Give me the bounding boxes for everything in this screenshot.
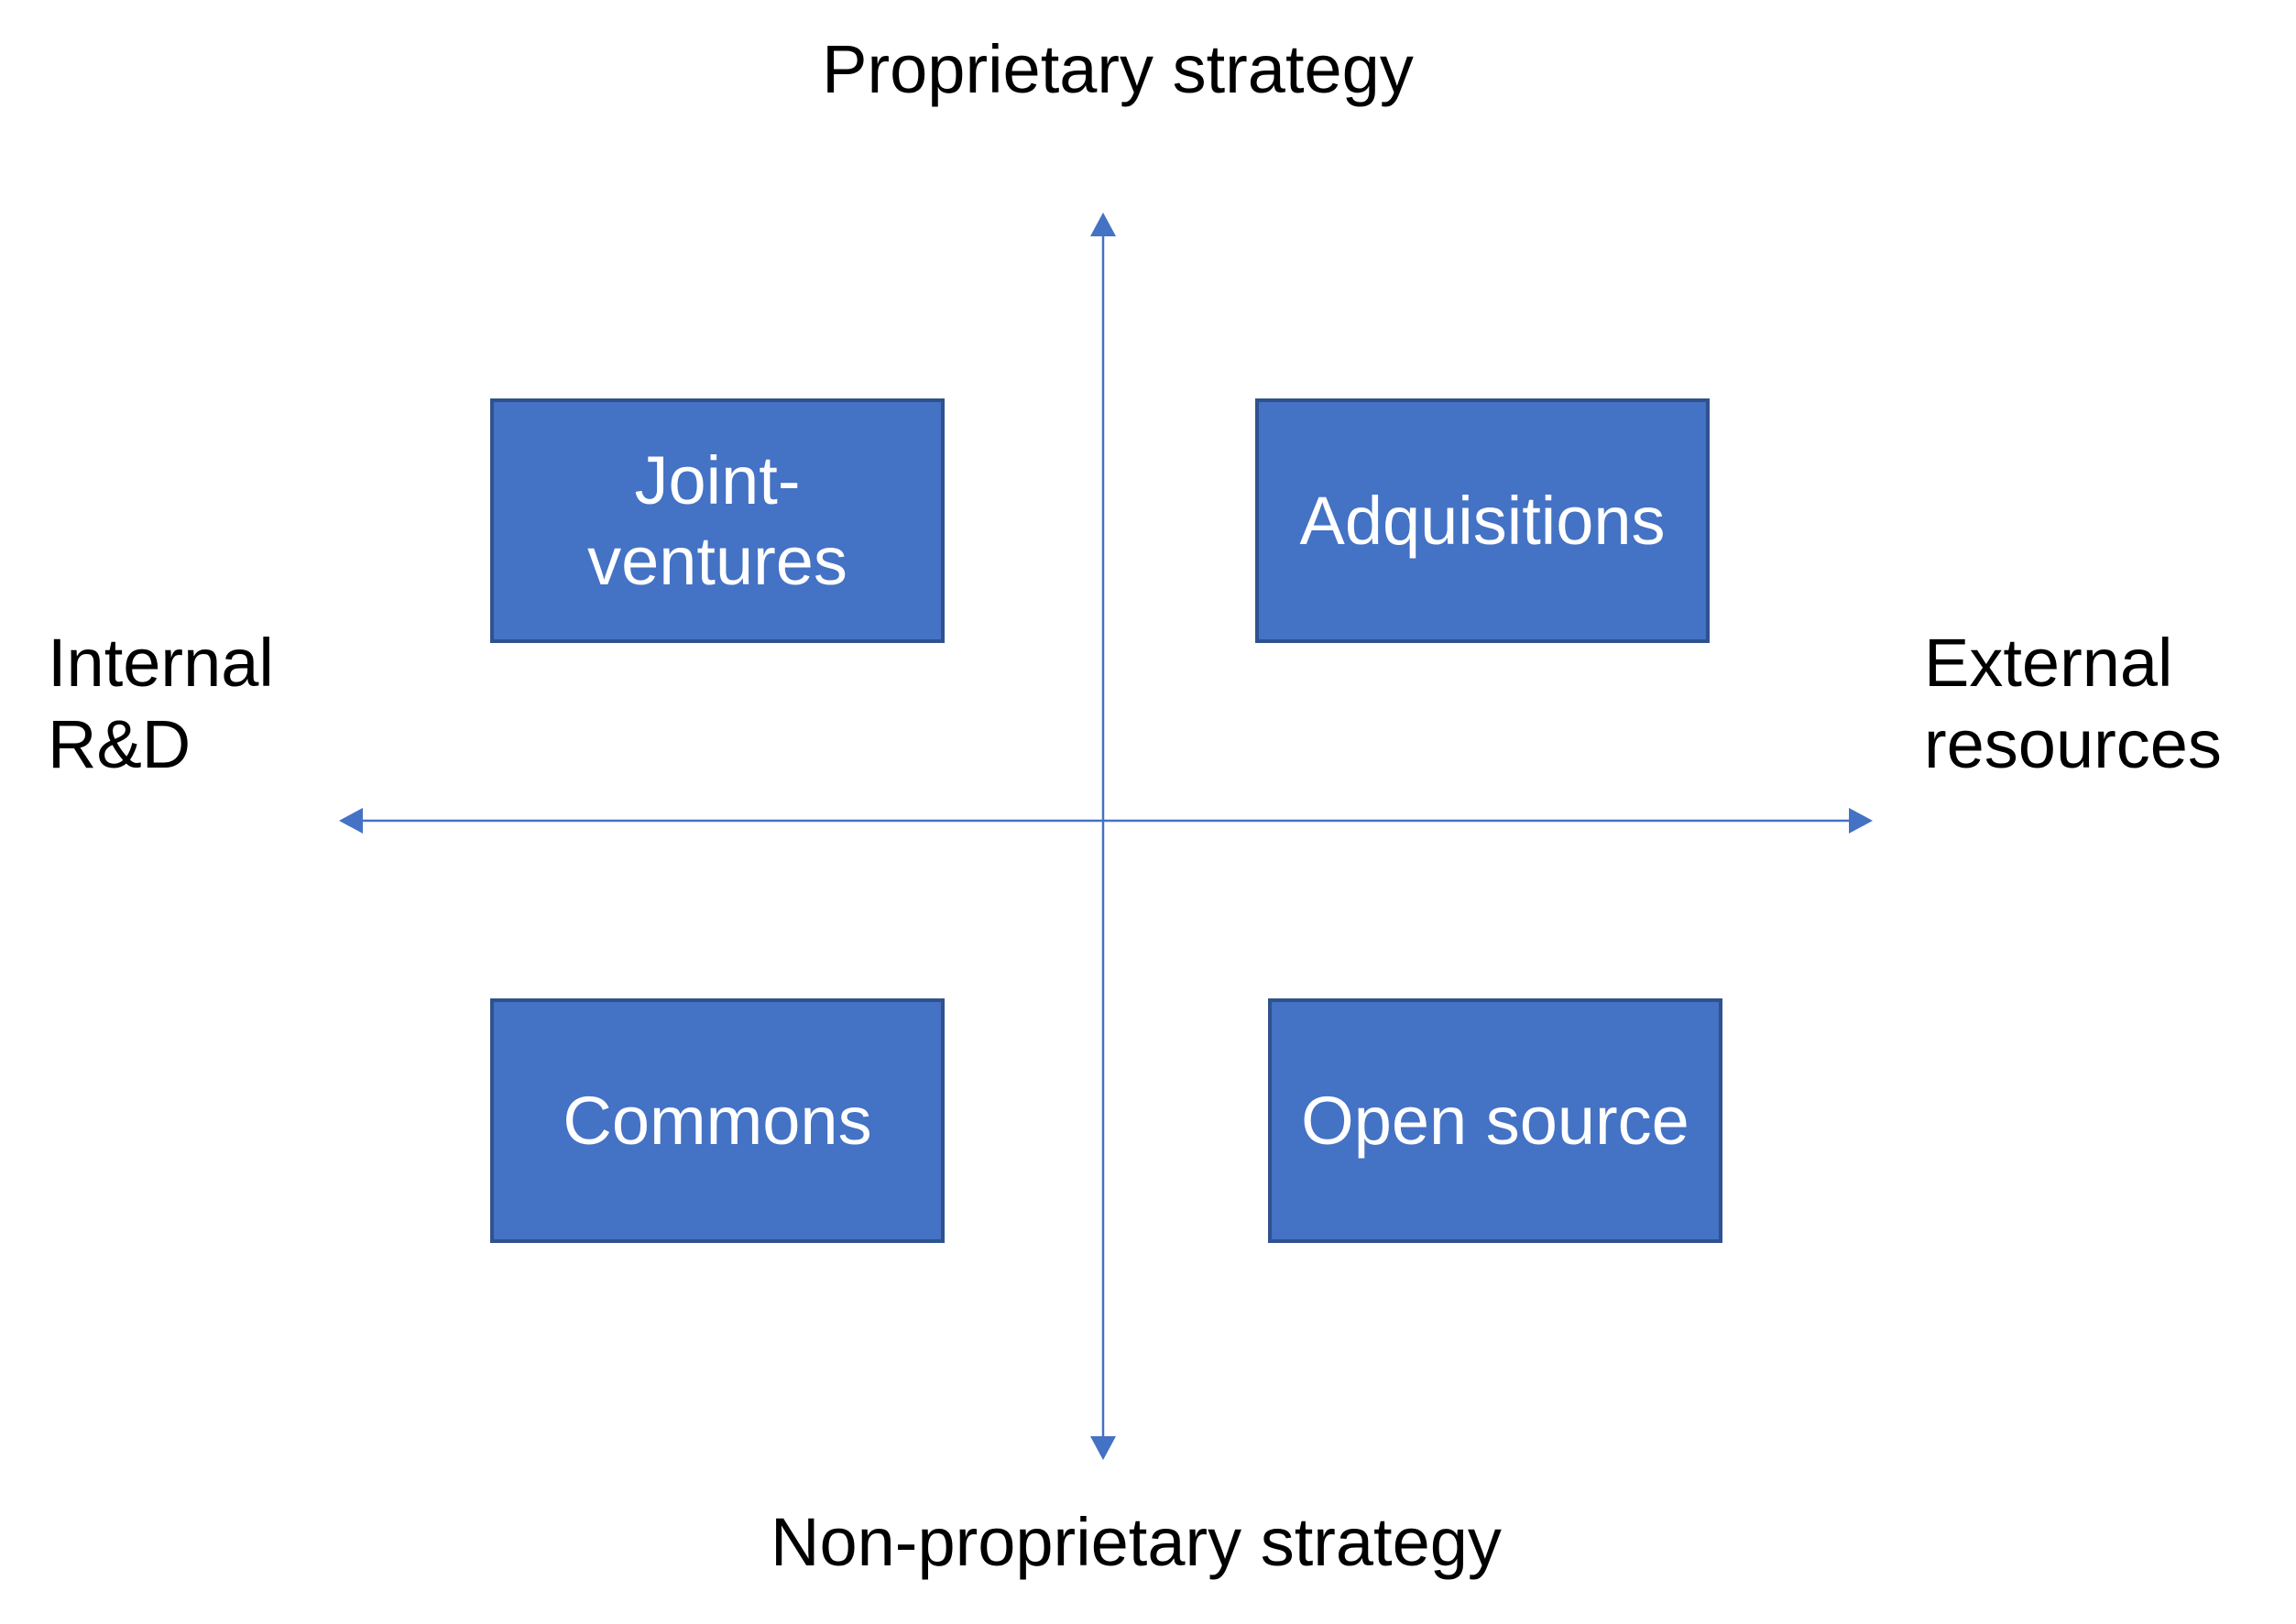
arrow-right-icon	[1849, 808, 1873, 834]
joint-ventures-box: Joint- ventures	[490, 398, 945, 643]
left-axis-label-line-2: R&D	[48, 705, 191, 782]
commons-box: Commons	[490, 998, 945, 1243]
right-axis-label-line-1: External	[1924, 625, 2173, 701]
joint-ventures-label-line-2: ventures	[587, 522, 847, 599]
adquisitions-label: Adquisitions	[1299, 482, 1666, 559]
arrow-left-icon	[339, 808, 363, 834]
top-axis-label: Proprietary strategy	[822, 31, 1414, 107]
joint-ventures-label-line-1: Joint-	[634, 442, 801, 519]
bottom-axis-label: Non-proprietary strategy	[771, 1504, 1502, 1580]
adquisitions-box: Adquisitions	[1255, 398, 1710, 643]
open-source-box: Open source	[1268, 998, 1722, 1243]
open-source-label: Open source	[1301, 1082, 1689, 1159]
right-axis-label: External resources	[1924, 623, 2222, 786]
arrow-down-icon	[1090, 1436, 1116, 1460]
arrow-up-icon	[1090, 213, 1116, 236]
left-axis-label-line-1: Internal	[48, 625, 274, 701]
commons-label: Commons	[563, 1082, 872, 1159]
right-axis-label-line-2: resources	[1924, 705, 2222, 782]
left-axis-label: Internal R&D	[48, 623, 274, 786]
